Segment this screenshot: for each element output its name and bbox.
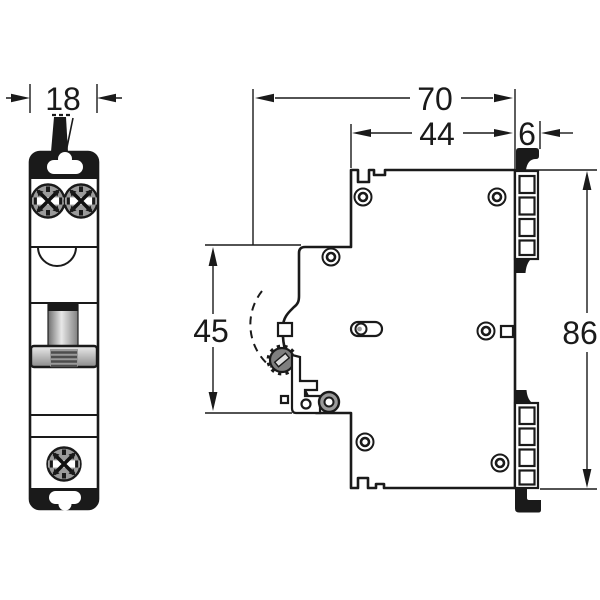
dimension-overall-depth: 70	[255, 81, 513, 117]
dimension-extension-lines	[6, 84, 122, 113]
terminal-slot	[518, 427, 536, 447]
lower-terminal-comb	[513, 390, 540, 490]
toggle-swing-arc	[249, 290, 272, 368]
latch-bracket	[290, 353, 322, 415]
din-clip-bottom	[515, 489, 541, 513]
comb-wedge	[516, 259, 531, 273]
toggle-switch	[29, 304, 99, 369]
arrow-left-icon	[352, 129, 371, 137]
dimension-mounting-height: 86	[562, 171, 598, 488]
dimension-front-width: 18	[6, 81, 122, 117]
arrow-left-icon	[97, 93, 116, 103]
label-window-notch	[37, 246, 77, 267]
dimension-front-step-height: 45	[193, 247, 229, 411]
bottom-wire-hole	[58, 497, 72, 511]
dimension-label-overall-depth: 70	[417, 81, 453, 117]
dimension-rail-clip-depth: 6	[518, 116, 573, 152]
dimension-label-rail-clip-depth: 6	[518, 116, 536, 152]
terminal-screw-icon	[29, 182, 67, 220]
arrow-down-icon	[208, 392, 218, 411]
dimension-label-mounting-height: 86	[562, 315, 598, 351]
terminal-slot	[518, 196, 536, 216]
arrow-left-icon	[541, 129, 560, 137]
arrow-up-icon	[582, 171, 592, 190]
arrow-up-icon	[208, 247, 218, 266]
housing-rivet-icon	[321, 247, 341, 267]
housing-rivet-icon	[476, 321, 496, 341]
upper-terminal-comb	[513, 169, 540, 273]
arrow-down-icon	[582, 469, 592, 488]
dimension-label-front-width: 18	[45, 81, 81, 117]
terminal-screw-icon	[45, 445, 83, 483]
terminal-slot	[518, 406, 536, 426]
toggle-grip-ridges	[51, 351, 77, 368]
toggle-axle-slot	[349, 320, 384, 338]
wire-strand-line	[65, 117, 74, 153]
terminal-slot	[518, 469, 536, 486]
arrow-left-icon	[255, 93, 274, 103]
terminal-slot	[518, 217, 536, 238]
terminal-slot	[518, 239, 536, 257]
housing-rivet-icon	[355, 432, 375, 452]
toggle-stem-top	[47, 304, 79, 311]
terminal-slot	[518, 174, 536, 195]
toggle-stem	[47, 304, 79, 347]
dimension-label-front-step-height: 45	[193, 313, 229, 349]
arrow-right-icon	[494, 129, 513, 137]
dimension-body-depth: 44	[352, 116, 513, 152]
housing-rivet-icon	[353, 187, 373, 207]
arrow-right-icon	[11, 93, 30, 103]
axle-pin-center	[357, 326, 362, 332]
dimension-label-body-depth: 44	[419, 116, 455, 152]
housing-rivet-icon	[487, 187, 507, 207]
wire	[51, 117, 68, 152]
dimension-extension-lines	[205, 89, 597, 490]
terminal-slot	[518, 448, 536, 468]
top-wire-slot	[47, 160, 83, 174]
latch-stop	[279, 394, 290, 405]
lever-pivot-tab	[276, 321, 294, 338]
terminal-screw-icon	[62, 182, 100, 220]
supply-wire	[51, 113, 74, 153]
front-view: 18	[6, 81, 122, 511]
top-wire-hole	[58, 152, 72, 166]
side-view: 70 44 6 45 86	[193, 81, 598, 513]
arrow-right-icon	[494, 93, 513, 103]
rail-slot-tab	[499, 324, 515, 339]
din-clip-top	[516, 148, 539, 170]
housing-rivet-icon	[490, 453, 510, 473]
latch-pin-icon	[300, 398, 312, 410]
pivot-rivet-center	[323, 396, 335, 408]
comb-wedge	[516, 390, 532, 403]
adjuster-slot	[273, 352, 291, 368]
